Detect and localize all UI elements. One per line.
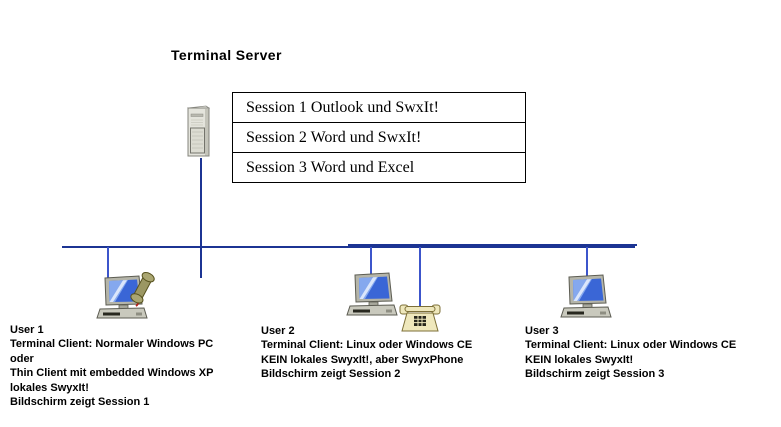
description-line: lokales SwyxIt! xyxy=(10,381,89,394)
server-tower-icon xyxy=(186,105,211,157)
diagram-title: Terminal Server xyxy=(171,47,282,63)
user2-connector-line xyxy=(370,247,372,276)
network-bus-line xyxy=(62,246,635,248)
user1-description: User 1 Terminal Client: Normaler Windows… xyxy=(10,323,213,409)
session-row-2: Session 2 Word und SwxIt! xyxy=(232,122,526,153)
desk-phone-icon xyxy=(399,304,441,332)
session-list: Session 1 Outlook und SwxIt! Session 2 W… xyxy=(232,92,526,183)
description-line: Bildschirm zeigt Session 1 xyxy=(10,396,150,409)
phone-connector-line xyxy=(419,247,421,306)
phone-handset-icon xyxy=(130,272,155,307)
session-row-3: Session 3 Word und Excel xyxy=(232,152,526,183)
description-line: Bildschirm zeigt Session 2 xyxy=(261,368,401,381)
user3-connector-line xyxy=(586,247,588,278)
description-line: oder xyxy=(10,352,34,365)
user2-description: User 2 Terminal Client: Linux oder Windo… xyxy=(261,324,472,382)
description-line: KEIN lokales SwyxIt! xyxy=(525,353,634,366)
desktop-computer-icon xyxy=(96,275,148,319)
server-connector-line xyxy=(200,158,202,278)
user-label: User 1 xyxy=(10,324,44,336)
description-line: Terminal Client: Linux oder Windows CE xyxy=(525,339,737,352)
desktop-computer-icon xyxy=(346,272,398,316)
desktop-computer-icon xyxy=(560,274,612,318)
user1-connector-line xyxy=(107,247,109,278)
session-row-1: Session 1 Outlook und SwxIt! xyxy=(232,92,526,123)
user-label: User 2 xyxy=(261,325,295,337)
description-line: Terminal Client: Normaler Windows PC xyxy=(10,338,214,351)
user-label: User 3 xyxy=(525,325,559,337)
user3-description: User 3 Terminal Client: Linux oder Windo… xyxy=(525,324,736,382)
description-line: Bildschirm zeigt Session 3 xyxy=(525,368,665,381)
network-bus-line-upper-segment xyxy=(348,244,637,246)
description-line: Terminal Client: Linux oder Windows CE xyxy=(261,339,473,352)
description-line: KEIN lokales SwyxIt!, aber SwyxPhone xyxy=(261,353,464,366)
description-line: Thin Client mit embedded Windows XP xyxy=(10,367,214,380)
